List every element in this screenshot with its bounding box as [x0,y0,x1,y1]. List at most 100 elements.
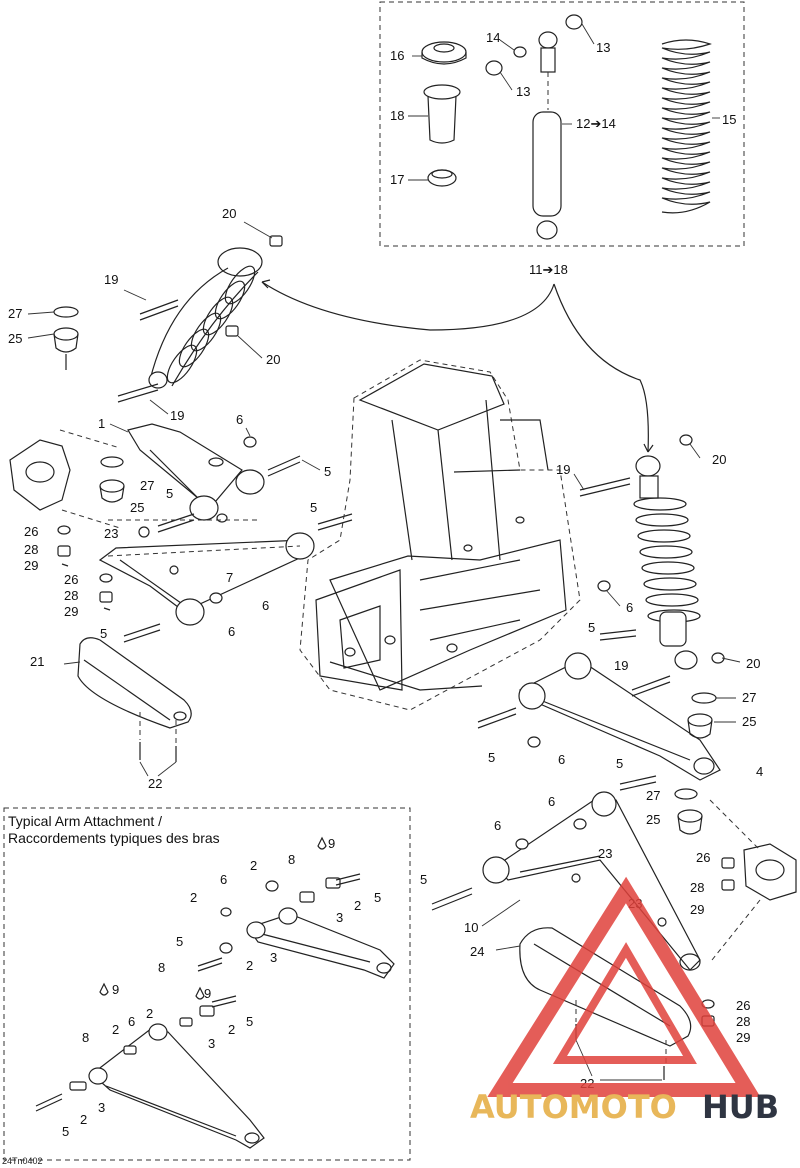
callout-20: 20 [222,206,236,221]
callout-27: 27 [646,788,660,803]
coil-spring-part [661,39,712,214]
callout-28: 28 [24,542,38,557]
rear-upper-arm-right [477,580,721,781]
inset-callout-9: 9 [328,836,335,851]
watermark-text-part-2: HUB [702,1088,779,1126]
ball-joint-left-top [53,306,79,370]
inset-callout-2: 2 [146,1006,153,1021]
callout-26: 26 [64,572,78,587]
inset-callout-2: 2 [228,1022,235,1037]
callout-19: 19 [614,658,628,673]
ball-joint-left-mid [99,456,125,503]
inset-callout-3: 3 [208,1036,215,1051]
inset-callout-8: 8 [158,960,165,975]
shock-detail-box [379,1,745,247]
callout-25: 25 [8,331,22,346]
callout-23: 23 [104,526,118,541]
inset-callout-2: 2 [250,858,257,873]
callout-19: 19 [104,272,118,287]
callout-6: 6 [548,794,555,809]
inset-title-line-2: Raccordements typiques des bras [8,830,220,846]
callout-28: 28 [736,1014,750,1029]
inset-callout-8: 8 [82,1030,89,1045]
leader-lines [27,221,741,1081]
callout-5: 5 [100,626,107,641]
callout-10: 10 [464,920,478,935]
callout-6: 6 [228,624,235,639]
callout-5: 5 [488,750,495,765]
callout-6: 6 [494,818,501,833]
steering-knuckle-left [9,429,121,529]
callout-13: 13 [516,84,530,99]
callout-28: 28 [690,880,704,895]
ball-joint-right-mid [674,788,703,835]
inset-callout-2: 2 [190,890,197,905]
front-left-shock-assembly [117,235,283,403]
inset-callout-9: 9 [112,982,119,997]
spring-seat-part [421,41,467,65]
callout-labels: 16 18 17 14 13 13 12➔14 15 11➔18 20 19 2… [8,30,763,1139]
callout-16: 16 [390,48,404,63]
callout-7: 7 [226,570,233,585]
callout-27: 27 [140,478,154,493]
arrow-to-front-shock [261,281,555,331]
vehicle-frame [299,359,581,711]
inset-callout-2: 2 [112,1022,119,1037]
callout-13: 13 [596,40,610,55]
callout-20: 20 [746,656,760,671]
front-upper-arm-left [127,423,301,533]
inset-callout-9: 9 [204,986,211,1001]
watermark-logo [487,876,761,1097]
ball-joint-right-top [687,692,717,739]
callout-21: 21 [30,654,44,669]
callout-1: 1 [98,416,105,431]
front-lower-arm-left [98,513,353,643]
callout-25: 25 [130,500,144,515]
skid-plate-front [77,637,192,762]
callout-6: 6 [262,598,269,613]
shock-absorber-part [485,14,583,240]
callout-11-18: 11➔18 [529,262,568,277]
rear-right-shock-assembly [579,434,725,697]
callout-6: 6 [558,752,565,767]
callout-26: 26 [696,850,710,865]
callout-20: 20 [712,452,726,467]
inset-callout-3: 3 [270,950,277,965]
inset-callout-8: 8 [288,852,295,867]
callout-5: 5 [310,500,317,515]
callout-25: 25 [646,812,660,827]
callout-27: 27 [742,690,756,705]
inset-callout-5: 5 [62,1124,69,1139]
watermark-text-part-1: AUTOMOTO [470,1088,677,1126]
inset-callout-6: 6 [128,1014,135,1029]
callout-4: 4 [756,764,763,779]
steering-knuckle-right [709,799,797,961]
bushing-part [423,84,461,144]
callout-26: 26 [24,524,38,539]
callout-27: 27 [8,306,22,321]
callout-25: 25 [742,714,756,729]
callout-28: 28 [64,588,78,603]
callout-14: 14 [486,30,500,45]
callout-5: 5 [588,620,595,635]
inset-callout-5: 5 [176,934,183,949]
inset-callout-2: 2 [246,958,253,973]
callout-18: 18 [390,108,404,123]
callout-5: 5 [616,756,623,771]
callout-22: 22 [148,776,162,791]
callout-5: 5 [324,464,331,479]
watermark-text: AUTOMOTO HUB [470,1088,779,1126]
hardware-26-28-29-left [57,525,113,611]
arrow-to-rear-shock [553,283,649,453]
callout-19: 19 [556,462,570,477]
inset-callout-6: 6 [220,872,227,887]
rear-lower-arm-right [431,775,701,971]
callout-26: 26 [736,998,750,1013]
callout-29: 29 [690,902,704,917]
drawing-code: 24Tn0402 [2,1156,43,1166]
callout-12-14: 12➔14 [576,116,616,131]
inset-callout-2: 2 [354,898,361,913]
callout-19: 19 [170,408,184,423]
inset-callout-2: 2 [80,1112,87,1127]
